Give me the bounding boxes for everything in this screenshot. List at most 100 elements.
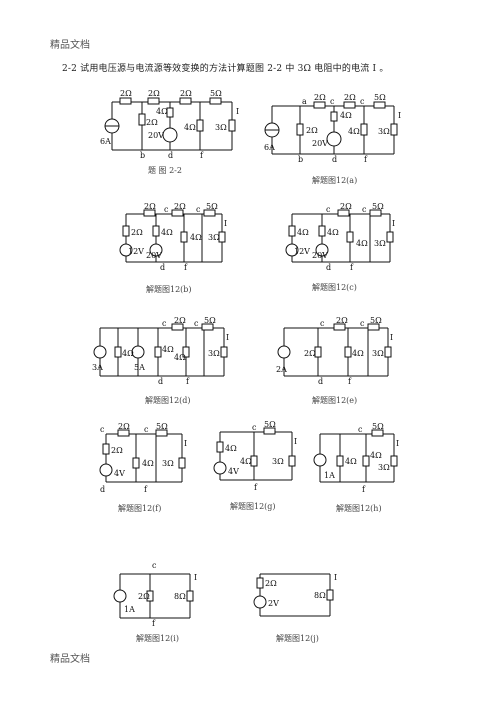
- c10-label: 8Ω: [314, 591, 326, 600]
- c4-label: d: [158, 377, 163, 386]
- c0-label: 20V: [148, 131, 164, 140]
- caption-1: 解题图12(a): [312, 176, 358, 185]
- c7-label: I: [294, 437, 297, 446]
- c7-label: 5Ω: [264, 420, 276, 429]
- c3-label: 4Ω: [297, 228, 309, 237]
- c7-label: 4V: [228, 467, 239, 476]
- c6-label: 4V: [114, 469, 125, 478]
- c1-label: 4Ω: [340, 111, 352, 120]
- c1-label: c: [330, 97, 335, 106]
- c3-label: 12V: [294, 247, 310, 256]
- c1-label: c: [360, 97, 365, 106]
- caption-7: 解题图12(g): [230, 502, 276, 511]
- c6-label: 2Ω: [118, 422, 130, 431]
- problem-statement: 2-2 试用电压源与电流源等效变换的方法计算题图 2-2 中 3Ω 电阻中的电流…: [62, 64, 389, 74]
- circuit-diagram-9: c 2Ω 8Ω 1A f I: [113, 561, 197, 628]
- c8-label: 4Ω: [370, 451, 382, 460]
- c10-label: 2V: [268, 599, 279, 608]
- c1-label: b: [298, 155, 303, 164]
- c0-label: 2Ω: [148, 89, 160, 98]
- c0-label: 3Ω: [215, 123, 227, 132]
- circuit-diagram-2: 2Ω c 2Ω c 5Ω 2Ω 4Ω 4Ω 3Ω 12V 20V d f I: [119, 202, 227, 272]
- c7-label: 3Ω: [272, 457, 284, 466]
- c8-label: f: [362, 485, 366, 494]
- c1-label: 5Ω: [374, 93, 386, 102]
- c5-label: 5Ω: [370, 316, 382, 325]
- c7-label: c: [252, 423, 257, 432]
- c4-label: 4Ω: [162, 345, 174, 354]
- page-footer: 精品文档: [50, 654, 90, 665]
- c1-label: 3Ω: [378, 127, 390, 136]
- circuit-diagram-6: c 2Ω c 5Ω 2Ω 4Ω 3Ω 4V d f I: [99, 422, 187, 494]
- c5-label: 2Ω: [336, 316, 348, 325]
- c2-label: c: [196, 205, 201, 214]
- c3-label: f: [350, 263, 354, 272]
- c0-label: d: [168, 151, 173, 160]
- caption-6: 解题图12(f): [118, 504, 162, 513]
- c7-label: 4Ω: [240, 457, 252, 466]
- circuit-diagram-10: 2Ω 8Ω 2V I: [253, 573, 337, 617]
- c3-label: c: [326, 205, 331, 214]
- c6-label: c: [100, 425, 105, 434]
- c8-label: c: [358, 425, 363, 434]
- c4-label: 3Ω: [208, 349, 220, 358]
- c0-label: 2Ω: [120, 89, 132, 98]
- c5-label: f: [348, 377, 352, 386]
- c3-label: 4Ω: [327, 228, 339, 237]
- c6-label: I: [184, 439, 187, 448]
- c9-label: 8Ω: [174, 592, 186, 601]
- c6-label: 2Ω: [111, 446, 123, 455]
- c4-label: 5A: [134, 363, 145, 372]
- c1-label: I: [398, 111, 401, 120]
- c5-label: c: [320, 319, 325, 328]
- c0-label: 2Ω: [180, 89, 192, 98]
- c4-label: 3A: [92, 363, 103, 372]
- c5-label: 4Ω: [352, 349, 364, 358]
- c1-label: a: [302, 97, 307, 106]
- c4-label: 4Ω: [122, 349, 134, 358]
- c6-label: 4Ω: [142, 459, 154, 468]
- c6-label: d: [100, 485, 105, 494]
- circuit-diagram-8: c 5Ω 4Ω 4Ω 3Ω 1A f I: [313, 422, 399, 494]
- c9-label: f: [152, 619, 156, 628]
- c6-label: f: [144, 485, 148, 494]
- c2-label: 5Ω: [206, 202, 218, 211]
- c8-label: 5Ω: [372, 422, 384, 431]
- c3-label: 3Ω: [374, 239, 386, 248]
- c8-label: 4Ω: [345, 457, 357, 466]
- c5-label: 3Ω: [372, 349, 384, 358]
- c6-label: 5Ω: [156, 422, 168, 431]
- c9-label: c: [152, 561, 157, 570]
- c6-label: 3Ω: [162, 459, 174, 468]
- c5-label: d: [318, 377, 323, 386]
- c0-label: 2Ω: [146, 118, 158, 127]
- c0-label: I: [236, 107, 239, 116]
- c5-label: I: [390, 333, 393, 342]
- c2-label: 4Ω: [190, 233, 202, 242]
- circuit-diagram-0: 2Ω 2Ω 2Ω 5Ω 2Ω 4Ω 4Ω 3Ω 20V 6A b d f I: [100, 89, 239, 160]
- c2-label: 4Ω: [161, 228, 173, 237]
- caption-8: 解题图12(h): [336, 504, 382, 513]
- c2-label: f: [184, 263, 188, 272]
- c2-label: d: [160, 263, 165, 272]
- caption-4: 解题图12(d): [145, 396, 191, 405]
- c10-label: 2Ω: [265, 579, 277, 588]
- page-header: 精品文档: [50, 40, 90, 51]
- c9-label: 2Ω: [138, 592, 150, 601]
- c0-label: 4Ω: [156, 107, 168, 116]
- c6-label: c: [144, 425, 149, 434]
- circuit-diagram-3: c 2Ω c 5Ω 4Ω 4Ω 4Ω 3Ω 12V 20V d f I: [285, 202, 395, 272]
- c3-label: 4Ω: [356, 239, 368, 248]
- c3-label: I: [392, 219, 395, 228]
- c8-label: I: [396, 439, 399, 448]
- c5-label: c: [360, 319, 365, 328]
- caption-10: 解题图12(j): [276, 634, 319, 643]
- c2-label: 2Ω: [174, 202, 186, 211]
- c0-label: b: [140, 151, 145, 160]
- c3-label: 5Ω: [372, 202, 384, 211]
- c2-label: 2Ω: [144, 202, 156, 211]
- c4-label: 4Ω: [174, 353, 186, 362]
- c2-label: 12V: [128, 247, 144, 256]
- c4-label: 2Ω: [174, 316, 186, 325]
- c2-label: c: [164, 205, 169, 214]
